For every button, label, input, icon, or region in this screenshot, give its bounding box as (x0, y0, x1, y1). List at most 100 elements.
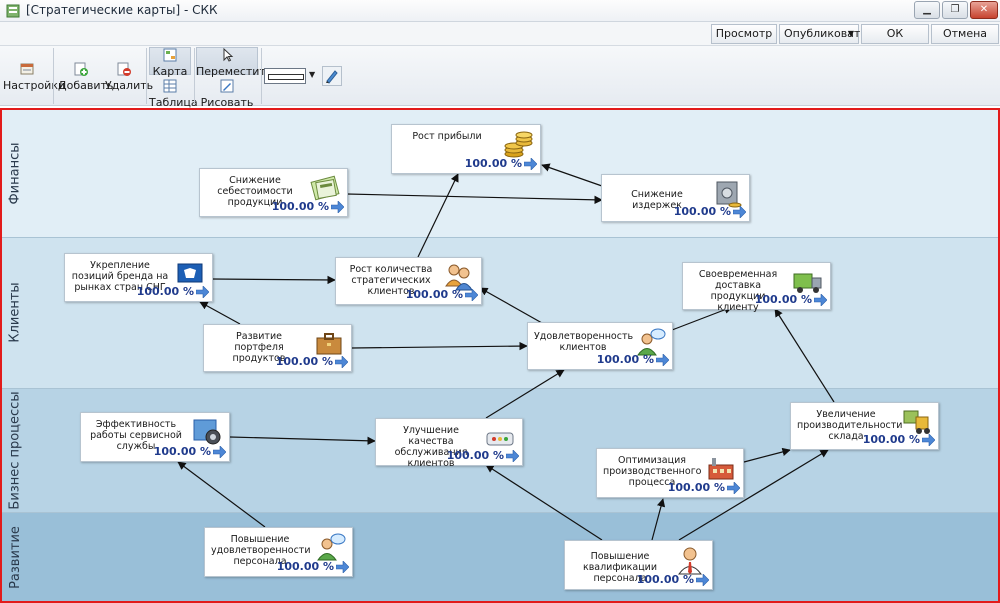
ribbon-separator (53, 48, 54, 104)
node-label: Оптимизация производственного процесса (603, 455, 702, 488)
node-value: 100.00 % (667, 481, 725, 494)
arrow-right-icon[interactable] (196, 286, 209, 298)
arrow-right-icon[interactable] (506, 450, 519, 462)
strategy-map: Финансы Клиенты Бизнес процессы Развитие (0, 108, 1000, 603)
settings-button[interactable]: Настройки (3, 62, 65, 92)
arrow-right-icon[interactable] (524, 158, 537, 170)
node-product-portfolio[interactable]: Развитие портфеля продуктов 100.00 % (203, 324, 352, 372)
arrow-right-icon[interactable] (656, 354, 669, 366)
arrow-right-icon[interactable] (213, 446, 226, 458)
link-warehouse-to-delivery[interactable] (774, 308, 835, 403)
node-label: Повышение квалификации персонала (582, 551, 658, 584)
ribbon-separator (146, 48, 147, 104)
restore-button[interactable]: ❐ (942, 1, 968, 19)
line-style-picker[interactable] (264, 68, 306, 84)
minimize-icon: ▁ (923, 4, 931, 15)
node-staff-qualification[interactable]: Повышение квалификации персонала 100.00 … (564, 540, 713, 590)
node-value: 100.00 % (153, 445, 211, 458)
link-portfolio-to-satisfaction[interactable] (351, 341, 528, 351)
node-label: Развитие портфеля продуктов (232, 331, 286, 364)
publish-button[interactable]: Опубликовать ▼ (779, 24, 867, 44)
move-mode-button[interactable]: Переместить (196, 48, 272, 78)
node-production-optimization[interactable]: Оптимизация производственного процесса 1… (596, 448, 744, 498)
arrow-right-icon[interactable] (814, 294, 827, 306)
node-value: 100.00 % (405, 288, 463, 301)
node-value: 100.00 % (754, 293, 812, 306)
link-brand-to-strategic[interactable] (211, 275, 336, 285)
node-warehouse-productivity[interactable]: Увеличение производительности склада 100… (790, 402, 939, 450)
link-qualification-to-production[interactable] (651, 498, 666, 541)
arrow-right-icon[interactable] (335, 356, 348, 368)
node-label: Рост прибыли (412, 131, 482, 142)
link-qualification-to-warehouse[interactable] (678, 449, 829, 541)
calculator-icon (310, 175, 340, 201)
arrow-right-icon[interactable] (465, 289, 478, 301)
settings-label: Настройки (3, 79, 66, 92)
pen-color-button[interactable] (322, 66, 342, 86)
map-view-button[interactable]: Карта (149, 48, 191, 78)
node-brand-strengthening[interactable]: Укрепление позиций бренда на рынках стра… (64, 253, 213, 302)
link-qualification-to-quality[interactable] (485, 464, 603, 541)
link-cost-to-expenses[interactable] (346, 193, 603, 205)
node-expense-reduction[interactable]: Снижение издержек 100.00 % (601, 174, 750, 222)
link-staff-to-service[interactable] (177, 461, 266, 528)
node-timely-delivery[interactable]: Своевременная доставка продукции клиенту… (682, 262, 831, 313)
table-view-button[interactable]: Таблица (149, 79, 198, 109)
node-value: 100.00 % (673, 205, 731, 218)
arrow-right-icon[interactable] (727, 482, 740, 494)
arrow-right-icon[interactable] (696, 574, 709, 586)
node-profit-growth[interactable]: Рост прибыли 100.00 % (391, 124, 541, 174)
publish-label: Опубликовать (784, 27, 867, 40)
link-portfolio-to-brand[interactable] (199, 301, 241, 325)
title-bar: [Стратегические карты] - СКК ▁ ❐ ✕ (0, 0, 1000, 22)
arrow-right-icon[interactable] (733, 206, 746, 218)
node-value: 100.00 % (446, 449, 504, 462)
node-label: Своевременная доставка продукции клиенту (698, 269, 778, 313)
link-strategic-to-profit[interactable] (417, 173, 459, 258)
settings-icon (20, 63, 34, 75)
delete-label: Удалить (105, 79, 154, 92)
link-service-to-quality[interactable] (229, 436, 376, 445)
node-client-satisfaction[interactable]: Удовлетворенность клиентов 100.00 % (527, 322, 673, 370)
node-label: Увеличение производительности склада (797, 409, 903, 442)
node-value: 100.00 % (275, 355, 333, 368)
preview-button[interactable]: Просмотр (711, 24, 777, 44)
action-bar: Просмотр Опубликовать ▼ ОК Отмена (0, 22, 1000, 46)
node-cost-reduction[interactable]: Снижение себестоимости продукции 100.00 … (199, 168, 348, 217)
links-layer (177, 163, 835, 541)
table-view-label: Таблица (149, 96, 198, 109)
ribbon-separator (194, 48, 195, 104)
chevron-down-icon[interactable]: ▼ (309, 70, 316, 79)
minimize-button[interactable]: ▁ (914, 1, 940, 19)
pen-icon (326, 70, 338, 84)
coins-icon (504, 131, 533, 158)
link-production-to-warehouse[interactable] (743, 447, 791, 463)
node-service-efficiency[interactable]: Эффективность работы сервисной службы 10… (80, 412, 230, 462)
node-service-quality[interactable]: Улучшение качества обслуживания клиентов… (375, 418, 523, 469)
node-value: 100.00 % (276, 560, 334, 573)
link-quality-to-satisfaction[interactable] (485, 369, 565, 419)
arrow-right-icon[interactable] (331, 201, 344, 213)
arrow-right-icon[interactable] (336, 561, 349, 573)
band-development: Развитие (2, 512, 998, 601)
map-view-label: Карта (152, 65, 188, 78)
link-satisfaction-to-delivery[interactable] (671, 305, 733, 331)
add-button[interactable]: Добавить (58, 62, 113, 92)
truck-icon (793, 273, 822, 293)
cancel-button[interactable]: Отмена (931, 24, 999, 44)
node-label: Удовлетворенность клиентов (534, 331, 634, 353)
close-button[interactable]: ✕ (970, 1, 998, 19)
ok-button[interactable]: ОК (861, 24, 929, 44)
link-satisfaction-to-strategic[interactable] (479, 287, 543, 324)
node-label: Повышение удовлетворенности персонала (211, 534, 311, 567)
manager-icon (678, 547, 702, 575)
node-staff-satisfaction[interactable]: Повышение удовлетворенности персонала 10… (204, 527, 353, 577)
node-strategic-clients[interactable]: Рост количества стратегических клиентов … (335, 257, 482, 305)
delete-button[interactable]: Удалить (105, 62, 153, 92)
close-icon: ✕ (979, 4, 989, 15)
node-label: Укрепление позиций бренда на рынках стра… (71, 260, 169, 293)
arrow-right-icon[interactable] (922, 434, 935, 446)
link-expenses-to-profit[interactable] (541, 163, 603, 187)
forklift-icon (903, 410, 930, 434)
draw-mode-button[interactable]: Рисовать (196, 79, 258, 109)
